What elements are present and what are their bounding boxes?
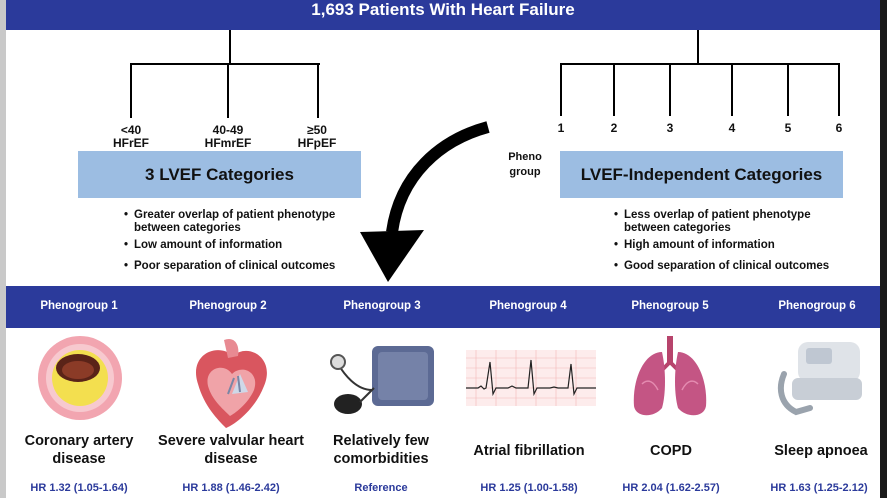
- leaf-threshold: 40-49: [212, 123, 244, 137]
- bullet-item: Poor separation of clinical outcomes: [124, 260, 364, 273]
- bullet-item: Less overlap of patient phenotype betwee…: [614, 209, 854, 235]
- phenogroup-5-header: Phenogroup 5: [631, 300, 709, 312]
- bullet-item: Good separation of clinical outcomes: [614, 260, 854, 273]
- phenogroup-number-1: 1: [557, 121, 565, 135]
- right-edge: [880, 0, 887, 498]
- phenogroup-1-description: Coronary artery disease: [24, 433, 134, 467]
- phenogroup-4-description: Atrial fibrillation: [473, 443, 585, 459]
- leaf-hfmref: 40-49 HFmrEF: [200, 124, 256, 150]
- phenogroup-2-header: Phenogroup 2: [189, 300, 267, 312]
- lvef-categories-box: 3 LVEF Categories: [78, 151, 361, 198]
- phenogroup-number-3: 3: [666, 121, 674, 135]
- curved-arrow-icon: [386, 121, 490, 233]
- phenogroup-3-header: Phenogroup 3: [343, 300, 421, 312]
- heart-valve-icon: [196, 338, 267, 428]
- phenogroup-2-hr: HR 1.88 (1.46-2.42): [182, 482, 280, 494]
- phenogroup-bar: [6, 286, 880, 328]
- cpap-machine-icon: [777, 342, 862, 416]
- phenogroup-5-description: COPD: [650, 443, 692, 459]
- blood-pressure-cuff-icon: [330, 346, 434, 414]
- independent-bullets: Less overlap of patient phenotype betwee…: [614, 209, 854, 277]
- lvef-bullets: Greater overlap of patient phenotype bet…: [124, 209, 364, 277]
- leaf-threshold: <40: [120, 123, 142, 137]
- bullet-item: High amount of information: [614, 239, 854, 252]
- leaf-threshold: ≥50: [307, 123, 327, 137]
- ecg-strip-icon: [466, 350, 596, 406]
- leaf-label: HFpEF: [297, 136, 337, 150]
- phenogroup-2-description: Severe valvular heart disease: [158, 433, 304, 467]
- phenogroup-number-2: 2: [610, 121, 618, 135]
- leaf-label: HFmrEF: [204, 136, 252, 150]
- diagram-title: 1,693 Patients With Heart Failure: [311, 0, 575, 19]
- leaf-hfref: <40 HFrEF: [108, 124, 154, 150]
- arrow-head-icon: [360, 230, 424, 282]
- top-banner: 1,693 Patients With Heart Failure: [6, 0, 880, 30]
- phenogroup-number-6: 6: [835, 121, 843, 135]
- phenogroup-number-5: 5: [784, 121, 792, 135]
- pheno-group-label: Pheno group: [508, 151, 542, 178]
- phenogroup-6-header: Phenogroup 6: [778, 300, 856, 312]
- bullet-item: Greater overlap of patient phenotype bet…: [124, 209, 364, 235]
- phenogroup-4-hr: HR 1.25 (1.00-1.58): [480, 482, 578, 494]
- leaf-label: HFrEF: [113, 136, 149, 150]
- phenogroup-1-hr: HR 1.32 (1.05-1.64): [30, 482, 128, 494]
- lungs-icon: [633, 336, 707, 416]
- lvef-independent-title: LVEF-Independent Categories: [580, 164, 823, 184]
- bullet-item: Low amount of information: [124, 239, 364, 252]
- phenogroup-number-4: 4: [728, 121, 736, 135]
- artery-plaque-icon: [38, 336, 122, 420]
- phenogroup-6-description: Sleep apnoea: [774, 443, 868, 459]
- phenogroup-3-description: Relatively few comorbidities: [333, 433, 429, 467]
- leaf-hfpef: ≥50 HFpEF: [292, 124, 342, 150]
- phenogroup-5-hr: HR 2.04 (1.62-2.57): [622, 482, 720, 494]
- phenogroup-3-hr: Reference: [354, 482, 408, 494]
- phenogroup-6-hr: HR 1.63 (1.25-2.12): [770, 482, 868, 494]
- phenogroup-1-header: Phenogroup 1: [40, 300, 118, 312]
- phenogroup-4-header: Phenogroup 4: [489, 300, 567, 312]
- lvef-categories-title: 3 LVEF Categories: [145, 164, 294, 184]
- lvef-independent-box: LVEF-Independent Categories: [560, 151, 843, 198]
- left-edge: [0, 0, 6, 498]
